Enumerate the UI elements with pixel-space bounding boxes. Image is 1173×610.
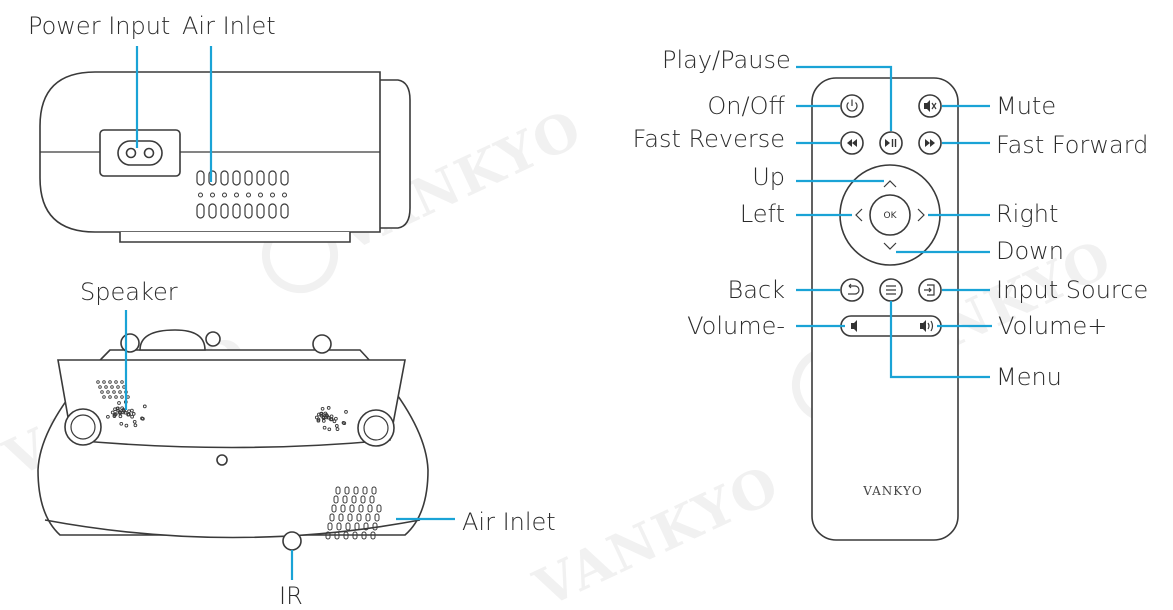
label-fast-reverse: Fast Reverse [633,125,785,153]
left-button[interactable] [855,208,863,222]
label-left: Left [740,200,785,228]
volume-minus-button[interactable] [851,320,857,332]
play-pause-button[interactable] [879,131,903,155]
label-fast-forward: Fast Forward [996,131,1148,159]
projector-bottom-view [37,329,429,551]
label-down: Down [996,237,1064,265]
volume-up-icon [920,320,926,332]
mute-button[interactable] [918,94,942,118]
projector-side-view [39,71,411,243]
label-input-source: Input Source [996,276,1148,304]
speaker-grille-left [96,380,147,428]
mute-icon [924,100,930,112]
volume-plus-button[interactable] [920,320,934,332]
label-mute: Mute [996,92,1056,120]
fast-reverse-button[interactable] [840,131,864,155]
watermark-3: VANKYO [525,453,790,610]
right-button[interactable] [917,208,925,222]
ok-button[interactable]: OK [869,194,911,236]
speaker-grille-right [314,406,348,432]
fast-forward-button[interactable] [918,131,942,155]
svg-text:OK: OK [884,211,898,221]
down-button[interactable] [883,242,897,250]
power-button[interactable] [840,94,864,118]
power-icon [846,99,858,112]
label-play-pause: Play/Pause [662,46,791,74]
volume-down-icon [851,320,857,332]
svg-text:VANKYO: VANKYO [525,453,790,610]
label-air-inlet-top: Air Inlet [182,12,276,40]
label-right: Right [996,200,1058,228]
input-source-icon [924,284,935,296]
air-vent-top [196,170,289,219]
leader-menu [889,301,990,379]
label-up: Up [752,163,785,191]
menu-button[interactable] [879,278,903,302]
label-ir: IR [279,582,303,610]
input-source-button[interactable] [918,278,942,302]
label-air-inlet-bottom: Air Inlet [462,508,556,536]
back-icon [848,283,860,295]
label-speaker: Speaker [80,278,178,306]
label-power-input: Power Input [28,12,170,40]
leader-play-pause [796,65,893,131]
remote-control: OK VANKYO [811,77,959,541]
air-vent-bottom [325,486,382,540]
label-volume-minus: Volume- [687,312,785,340]
power-socket-icon [117,140,163,166]
back-button[interactable] [840,278,864,302]
rewind-icon [847,139,857,147]
label-on-off: On/Off [707,92,785,120]
label-menu: Menu [996,363,1062,391]
label-volume-plus: Volume+ [998,312,1107,340]
fast-forward-icon [925,139,935,147]
remote-brand-logo: VANKYO [862,484,922,498]
menu-icon [886,285,896,295]
up-button[interactable] [883,180,897,188]
play-pause-icon [885,139,890,147]
label-back: Back [727,276,785,304]
